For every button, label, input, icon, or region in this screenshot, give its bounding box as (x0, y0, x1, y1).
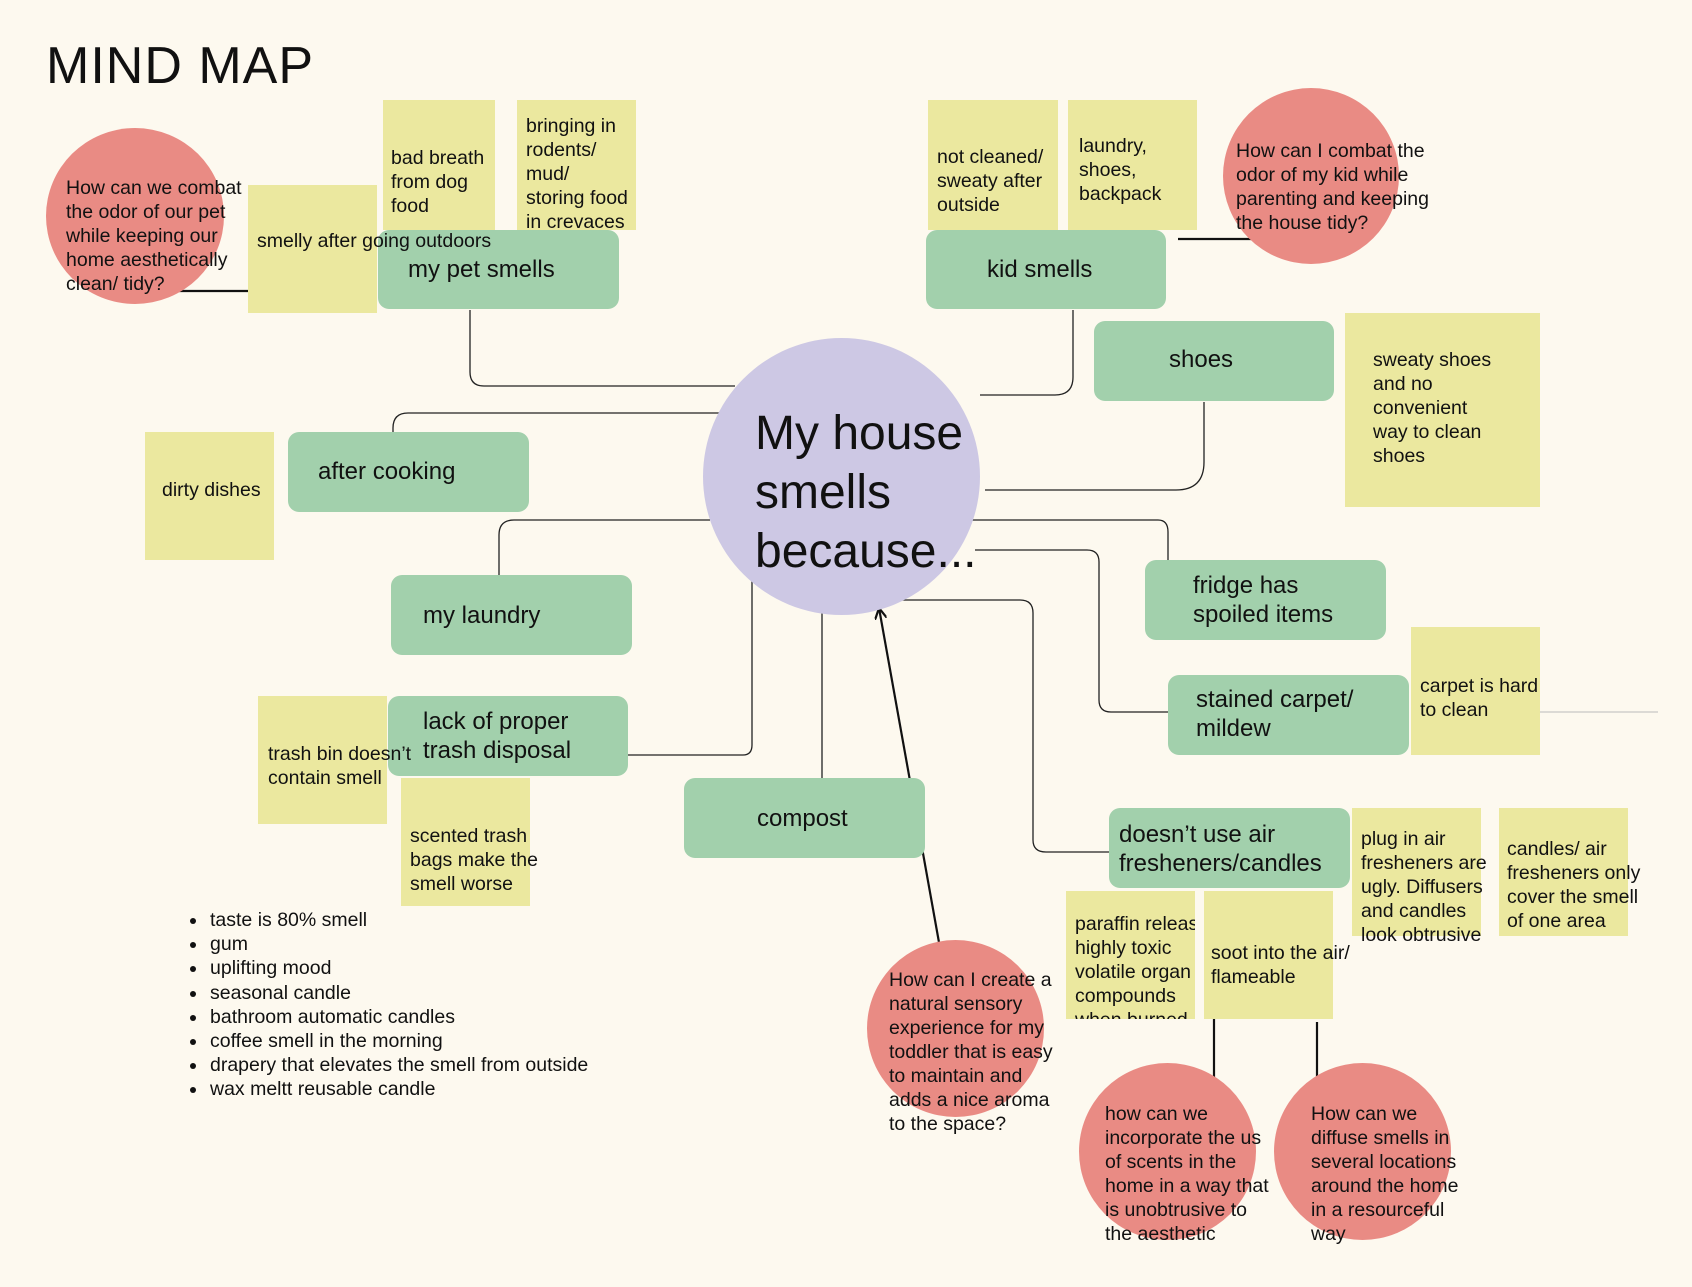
connector-fresheners (893, 599, 1110, 853)
list-item: gum (208, 932, 588, 956)
sticky-text: scented trash bags make the smell worse (410, 825, 538, 895)
sticky-rodents[interactable]: bringing in rodents/ mud/ storing food i… (517, 100, 636, 230)
hmw-text-kid: How can I combat the odor of my kid whil… (1236, 140, 1429, 234)
sticky-plug-in[interactable]: plug in air fresheners are ugly. Diffuse… (1352, 808, 1487, 946)
sticky-bad-breath[interactable]: bad breath from dog food (383, 100, 495, 230)
central-topic: My house smells because... (703, 338, 980, 615)
connector-kid (980, 310, 1074, 396)
list-item: coffee smell in the morning (208, 1029, 588, 1053)
node-compost[interactable]: compost (684, 778, 925, 858)
notes-list: taste is 80% smell gum uplifting mood se… (186, 908, 588, 1102)
sticky-text: laundry, shoes, backpack (1079, 135, 1162, 205)
list-item: wax meltt reusable candle (208, 1077, 588, 1101)
sticky-text: soot into the air/ flameable (1211, 942, 1350, 988)
sticky-dirty-dishes[interactable]: dirty dishes (145, 432, 274, 560)
sticky-smelly-outdoors[interactable]: smelly after going outdoors (248, 185, 491, 313)
sticky-paraffin[interactable]: paraffin releas highly toxic volatile or… (1066, 891, 1195, 1019)
node-my-laundry[interactable]: my laundry (391, 575, 632, 655)
sticky-carpet-hard[interactable]: carpet is hard to clean (1411, 627, 1540, 755)
sticky-text: smelly after going outdoors (257, 230, 492, 252)
list-item: taste is 80% smell (208, 908, 588, 932)
sticky-text: not cleaned/ sweaty after outside (937, 146, 1044, 216)
sticky-trash-bin[interactable]: trash bin doesn’t contain smell (258, 696, 411, 824)
node-label: lack of proper trash disposal (423, 708, 572, 764)
sticky-text: bringing in rodents/ mud/ storing food i… (526, 115, 628, 230)
sticky-candles-one-area[interactable]: candles/ air fresheners only cover the s… (1499, 808, 1640, 936)
node-label: after cooking (318, 458, 456, 485)
hmw-circle-incorporate[interactable] (1079, 1063, 1256, 1240)
hmw-circle-diffuse[interactable] (1274, 1063, 1451, 1240)
node-label: compost (757, 805, 848, 832)
hmw-text-pet: How can we combat the odor of our pet wh… (66, 177, 242, 295)
list-item: uplifting mood (208, 956, 588, 980)
node-stained-carpet[interactable]: stained carpet/ mildew (1168, 675, 1409, 755)
node-shoes[interactable]: shoes (1094, 321, 1334, 401)
node-kid-smells[interactable]: kid smells (926, 230, 1166, 309)
sticky-soot[interactable]: soot into the air/ flameable (1204, 891, 1350, 1019)
sticky-text: plug in air fresheners are ugly. Diffuse… (1361, 828, 1487, 946)
sticky-text: candles/ air fresheners only cover the s… (1507, 838, 1641, 932)
hmw-text-incorporate: how can we incorporate the us of scents … (1105, 1103, 1269, 1245)
page-title: MIND MAP (46, 37, 314, 95)
node-label: stained carpet/ mildew (1196, 686, 1354, 742)
list-item: drapery that elevates the smell from out… (208, 1053, 588, 1077)
node-trash-disposal[interactable]: lack of proper trash disposal (388, 696, 628, 776)
node-label: fridge has spoiled items (1193, 572, 1334, 628)
hmw-circle-kid[interactable] (1223, 88, 1399, 264)
sticky-text: trash bin doesn’t contain smell (268, 743, 412, 789)
node-pet-smells[interactable]: my pet smells (378, 230, 619, 309)
hmw-text-diffuse: How can we diffuse smells in several loc… (1311, 1103, 1459, 1245)
connector-carpet (975, 549, 1168, 713)
connector-fridge (972, 519, 1169, 560)
sticky-text: paraffin releas highly toxic volatile or… (1075, 913, 1195, 1019)
node-label: my laundry (423, 602, 541, 629)
sticky-text: bad breath from dog food (391, 147, 485, 217)
sticky-scented-bags[interactable]: scented trash bags make the smell worse (401, 778, 538, 906)
connector-laundry (498, 519, 710, 575)
connector-cooking (392, 412, 720, 432)
node-air-fresheners[interactable]: doesn’t use air fresheners/candles (1109, 808, 1350, 888)
sticky-text: carpet is hard to clean (1420, 675, 1539, 721)
sticky-text: sweaty shoes and no convenient way to cl… (1373, 349, 1492, 467)
list-item: seasonal candle (208, 981, 588, 1005)
node-label: doesn’t use air fresheners/candles (1119, 821, 1322, 877)
node-label: my pet smells (408, 256, 555, 283)
sticky-text: dirty dishes (162, 479, 261, 501)
sticky-laundry-shoes[interactable]: laundry, shoes, backpack (1068, 100, 1197, 230)
hmw-circle-pet[interactable] (46, 128, 224, 304)
sticky-sweaty-shoes[interactable]: sweaty shoes and no convenient way to cl… (1345, 313, 1540, 507)
node-label: shoes (1169, 346, 1234, 373)
sticky-not-cleaned[interactable]: not cleaned/ sweaty after outside (928, 100, 1058, 230)
list-item: bathroom automatic candles (208, 1005, 588, 1029)
connector-pet (469, 310, 735, 387)
hmw-text-toddler: How can I create a natural sensory exper… (889, 969, 1053, 1135)
central-topic-label: My house smells because... (755, 407, 977, 578)
node-after-cooking[interactable]: after cooking (288, 432, 529, 512)
node-fridge[interactable]: fridge has spoiled items (1145, 560, 1386, 640)
node-label: kid smells (987, 256, 1093, 283)
connector-shoes (985, 402, 1205, 491)
connector-trash (628, 580, 753, 756)
hmw-circle-toddler[interactable] (867, 940, 1044, 1117)
